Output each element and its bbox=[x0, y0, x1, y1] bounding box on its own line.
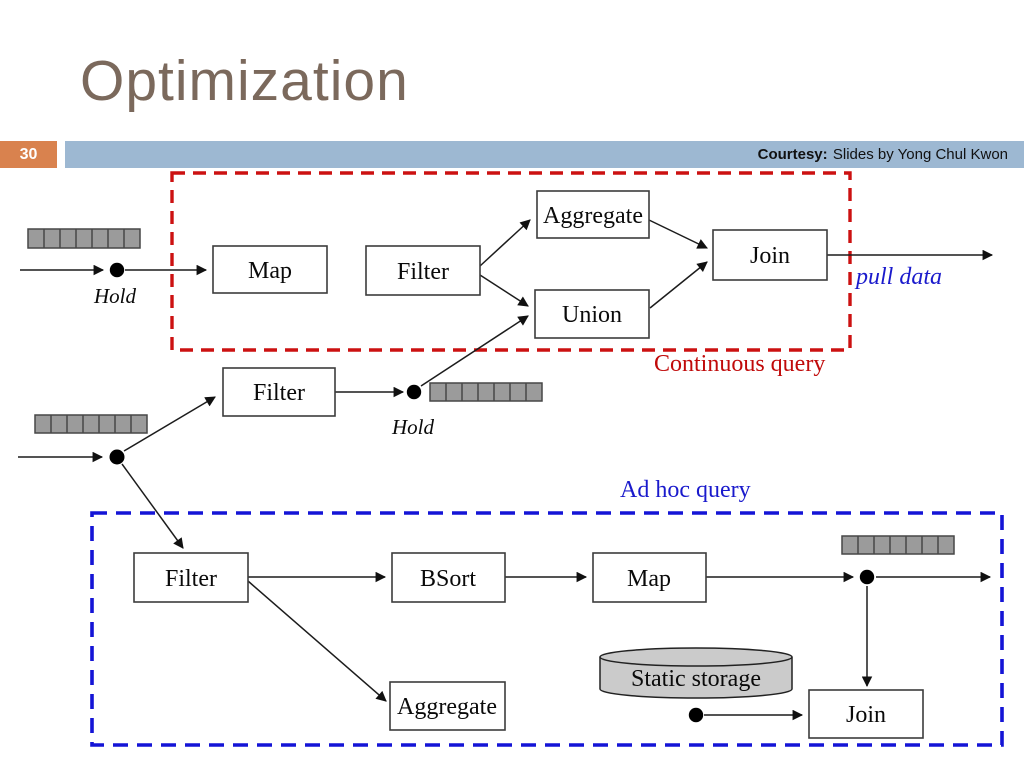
node-box bbox=[212, 245, 328, 294]
node-label: Filter bbox=[165, 566, 217, 592]
node-filter-1: Filter bbox=[365, 245, 481, 296]
ad-hoc-query-region bbox=[90, 511, 1004, 747]
node-box bbox=[391, 552, 506, 603]
node-aggregate-2: Aggregate bbox=[389, 681, 506, 731]
node-label: Join bbox=[846, 702, 886, 728]
node-join-2: Join bbox=[808, 689, 924, 739]
node-label: Filter bbox=[253, 380, 305, 406]
slide-number: 30 bbox=[19, 145, 38, 163]
node-map-2: Map bbox=[592, 552, 707, 603]
slide-number-badge: 30 bbox=[0, 141, 57, 168]
node-box bbox=[592, 552, 707, 603]
node-label: Static storage bbox=[631, 666, 761, 692]
node-label: Aggregate bbox=[397, 694, 497, 720]
node-box bbox=[712, 229, 828, 281]
flow-arrow bbox=[420, 315, 529, 387]
stream-window-icon bbox=[841, 535, 955, 555]
stream-window-icon bbox=[27, 228, 141, 249]
node-label: Aggregate bbox=[543, 203, 643, 229]
flow-arrow bbox=[247, 580, 387, 702]
node-label: Union bbox=[562, 302, 622, 328]
pull-data-annotation: pull data bbox=[854, 264, 942, 290]
node-label: BSort bbox=[420, 566, 476, 592]
node-box bbox=[808, 689, 924, 739]
flow-arrow bbox=[648, 219, 708, 249]
node-box bbox=[133, 552, 249, 603]
continuous-query-label: Continuous query bbox=[654, 351, 825, 377]
page-title: Optimization bbox=[80, 49, 409, 113]
node-box bbox=[534, 289, 650, 339]
node-box bbox=[536, 190, 650, 239]
hold-point-icon bbox=[859, 569, 875, 585]
node-box bbox=[222, 367, 336, 417]
flow-arrow bbox=[479, 219, 531, 267]
continuous-query-region bbox=[170, 171, 852, 352]
node-union: Union bbox=[534, 289, 650, 339]
flow-arrow bbox=[121, 463, 184, 549]
hold-annotation: Hold bbox=[93, 284, 137, 308]
hold-annotation: Hold bbox=[391, 415, 435, 439]
node-label: Join bbox=[750, 243, 790, 269]
flow-arrows bbox=[18, 219, 994, 721]
flow-arrow bbox=[649, 261, 708, 309]
node-label: Map bbox=[248, 258, 292, 284]
hold-point-icon bbox=[406, 384, 422, 400]
stream-window-icon bbox=[429, 382, 543, 402]
node-join-1: Join bbox=[712, 229, 828, 281]
ad-hoc-query-label: Ad hoc query bbox=[620, 477, 751, 503]
node-aggregate-1: Aggregate bbox=[536, 190, 650, 239]
node-filter-2: Filter bbox=[222, 367, 336, 417]
hold-point-icon bbox=[109, 262, 125, 278]
courtesy-label: Courtesy: bbox=[757, 146, 828, 163]
static-storage-cylinder-icon: Static storage bbox=[599, 647, 793, 699]
node-map-1: Map bbox=[212, 245, 328, 294]
node-box bbox=[389, 681, 506, 731]
node-filter-3: Filter bbox=[133, 552, 249, 603]
flow-arrow bbox=[123, 396, 216, 452]
node-bsort: BSort bbox=[391, 552, 506, 603]
courtesy-text: Slides by Yong Chul Kwon bbox=[832, 146, 1008, 163]
node-label: Map bbox=[627, 566, 671, 592]
node-label: Filter bbox=[397, 259, 449, 285]
node-box bbox=[365, 245, 481, 296]
hold-point-icon bbox=[109, 449, 125, 465]
flow-arrow bbox=[479, 274, 529, 307]
stream-window-icon bbox=[34, 414, 148, 434]
header-bar: Courtesy: Slides by Yong Chul Kwon bbox=[65, 141, 1024, 168]
hold-point-icon bbox=[688, 707, 704, 723]
